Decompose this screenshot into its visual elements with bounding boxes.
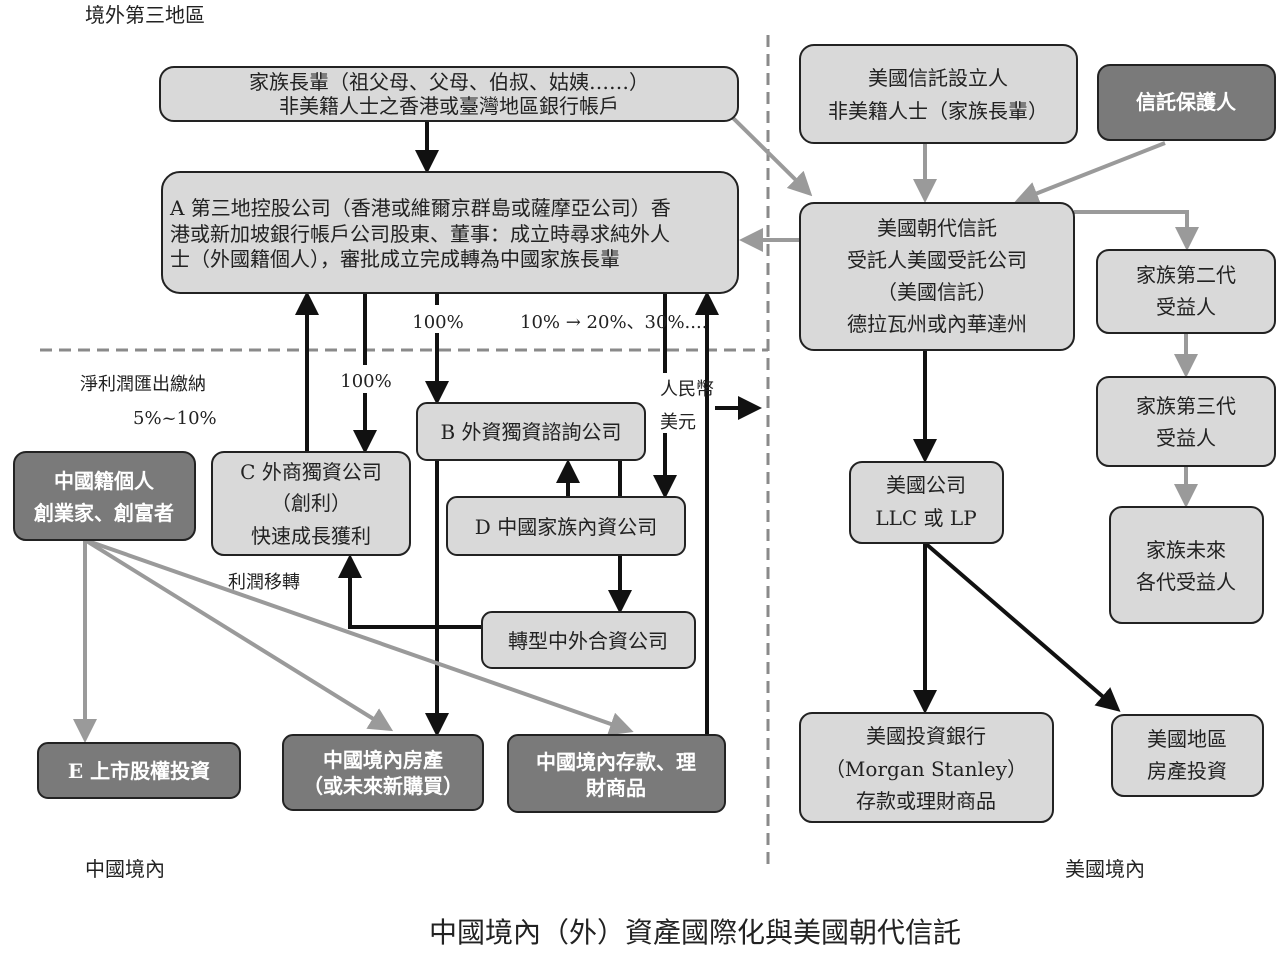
svg-text:各代受益人: 各代受益人 xyxy=(1136,570,1236,594)
svg-text:財商品: 財商品 xyxy=(586,776,646,800)
diagram-title: 中國境內（外）資產國際化與美國朝代信託 xyxy=(429,916,961,949)
node-company-d: D 中國家族內資公司 xyxy=(446,496,686,556)
svg-text:家族第三代: 家族第三代 xyxy=(1136,394,1236,418)
svg-text:B 外資獨資諮詢公司: B 外資獨資諮詢公司 xyxy=(440,420,621,444)
svg-text:受益人: 受益人 xyxy=(1156,295,1216,319)
arrow-protector-to-trust xyxy=(1014,141,1166,205)
svg-text:5%~10%: 5%~10% xyxy=(133,408,217,429)
svg-text:非美籍人士（家族長輩）: 非美籍人士（家族長輩） xyxy=(828,99,1048,123)
svg-text:房產投資: 房產投資 xyxy=(1147,759,1227,783)
svg-text:（美國信託）: （美國信託） xyxy=(877,280,997,304)
svg-text:100%: 100% xyxy=(340,371,391,392)
node-company-b: B 外資獨資諮詢公司 xyxy=(416,402,646,461)
svg-text:家族未來: 家族未來 xyxy=(1146,538,1226,562)
arrow-uscompany-to-realestate xyxy=(923,541,1121,712)
svg-text:人民幣: 人民幣 xyxy=(660,379,714,400)
arrow-individual-to-realestate xyxy=(83,538,394,732)
svg-text:轉型中外合資公司: 轉型中外合資公司 xyxy=(508,629,668,653)
svg-text:D 中國家族內資公司: D 中國家族內資公司 xyxy=(475,515,657,539)
svg-text:中國境內房產: 中國境內房產 xyxy=(323,748,443,772)
svg-text:美國朝代信託: 美國朝代信託 xyxy=(877,216,997,240)
svg-text:美國投資銀行: 美國投資銀行 xyxy=(866,724,986,748)
arrow-trust-to-gen2 xyxy=(1074,210,1199,251)
svg-text:LLC 或 LP: LLC 或 LP xyxy=(875,506,976,530)
node-chinese-individual: 中國籍個人 創業家、創富者 xyxy=(13,451,196,541)
node-joint-venture: 轉型中外合資公司 xyxy=(481,611,696,669)
node-real-estate-cn: 中國境內房產 （或未來新購買） xyxy=(282,734,484,811)
svg-text:10% → 20%、30%....: 10% → 20%、30%.... xyxy=(520,312,707,333)
svg-text:非美籍人士之香港或臺灣地區銀行帳戶: 非美籍人士之香港或臺灣地區銀行帳戶 xyxy=(279,94,619,118)
svg-text:E 上市股權投資: E 上市股權投資 xyxy=(68,759,210,783)
node-company-c: C 外商獨資公司 （創利） 快速成長獲利 xyxy=(211,451,411,556)
node-dynasty-trust: 美國朝代信託 受託人美國受託公司 （美國信託） 德拉瓦州或內華達州 xyxy=(799,202,1075,351)
svg-text:（創利）: （創利） xyxy=(271,491,351,515)
svg-text:A 第三地控股公司（香港或維爾京群島或薩摩亞公司）香: A 第三地控股公司（香港或維爾京群島或薩摩亞公司）香 xyxy=(169,196,671,220)
svg-text:利潤移轉: 利潤移轉 xyxy=(228,572,300,593)
svg-text:美國信託設立人: 美國信託設立人 xyxy=(868,66,1008,90)
svg-text:（或未來新購買）: （或未來新購買） xyxy=(303,774,463,798)
node-listed-equity: E 上市股權投資 xyxy=(37,742,241,799)
node-deposits-cn: 中國境內存款、理 財商品 xyxy=(507,734,726,813)
node-us-real-estate: 美國地區 房產投資 xyxy=(1111,714,1264,797)
region-offshore: 境外第三地區 xyxy=(85,3,205,27)
svg-text:美國地區: 美國地區 xyxy=(1147,727,1227,751)
region-usa: 美國境內 xyxy=(1065,857,1145,881)
svg-text:家族第二代: 家族第二代 xyxy=(1136,263,1236,287)
node-gen2: 家族第二代 受益人 xyxy=(1096,249,1276,334)
node-elders: 家族長輩（祖父母、父母、伯叔、姑姨……） 非美籍人士之香港或臺灣地區銀行帳戶 xyxy=(159,66,739,122)
svg-text:美國公司: 美國公司 xyxy=(886,473,966,497)
svg-text:創業家、創富者: 創業家、創富者 xyxy=(33,501,174,525)
node-future-gen: 家族未來 各代受益人 xyxy=(1109,506,1264,624)
svg-text:德拉瓦州或內華達州: 德拉瓦州或內華達州 xyxy=(847,312,1027,336)
svg-text:C 外商獨資公司: C 外商獨資公司 xyxy=(240,460,382,484)
svg-text:美元: 美元 xyxy=(660,412,696,433)
svg-text:士（外國籍個人），審批成立完成轉為中國家族長輩: 士（外國籍個人），審批成立完成轉為中國家族長輩 xyxy=(170,247,620,271)
svg-text:淨利潤匯出繳納: 淨利潤匯出繳納 xyxy=(80,374,206,395)
svg-text:（Morgan Stanley）: （Morgan Stanley） xyxy=(825,757,1027,781)
node-trust-settlor: 美國信託設立人 非美籍人士（家族長輩） xyxy=(799,44,1078,144)
gray-arrows xyxy=(73,113,1199,743)
svg-text:存款或理財商品: 存款或理財商品 xyxy=(856,789,996,813)
svg-text:中國境內存款、理: 中國境內存款、理 xyxy=(536,750,696,774)
node-us-company: 美國公司 LLC 或 LP xyxy=(849,461,1004,544)
node-trust-protector: 信託保護人 xyxy=(1097,64,1276,141)
arrow-elders-to-trust xyxy=(728,113,813,197)
svg-text:受益人: 受益人 xyxy=(1156,426,1216,450)
region-china: 中國境內 xyxy=(85,857,165,881)
svg-text:信託保護人: 信託保護人 xyxy=(1136,90,1237,114)
svg-text:中國籍個人: 中國籍個人 xyxy=(54,469,155,493)
svg-text:港或新加坡銀行帳戶公司股東、董事：成立時尋求純外人: 港或新加坡銀行帳戶公司股東、董事：成立時尋求純外人 xyxy=(170,222,670,246)
svg-text:快速成長獲利: 快速成長獲利 xyxy=(251,524,371,548)
node-us-bank: 美國投資銀行 （Morgan Stanley） 存款或理財商品 xyxy=(799,712,1054,823)
node-company-a: A 第三地控股公司（香港或維爾京群島或薩摩亞公司）香 港或新加坡銀行帳戶公司股東… xyxy=(161,171,739,294)
arrow-jv-to-c xyxy=(338,554,482,629)
edge-labels: 100% 100% 10% → 20%、30%.... 淨利潤匯出繳納 5%~1… xyxy=(80,305,714,593)
svg-text:受託人美國受託公司: 受託人美國受託公司 xyxy=(847,248,1027,272)
svg-text:家族長輩（祖父母、父母、伯叔、姑姨……）: 家族長輩（祖父母、父母、伯叔、姑姨……） xyxy=(249,70,649,94)
node-gen3: 家族第三代 受益人 xyxy=(1096,376,1276,467)
svg-text:100%: 100% xyxy=(412,312,463,333)
arrow-individual-to-deposits xyxy=(84,538,634,736)
